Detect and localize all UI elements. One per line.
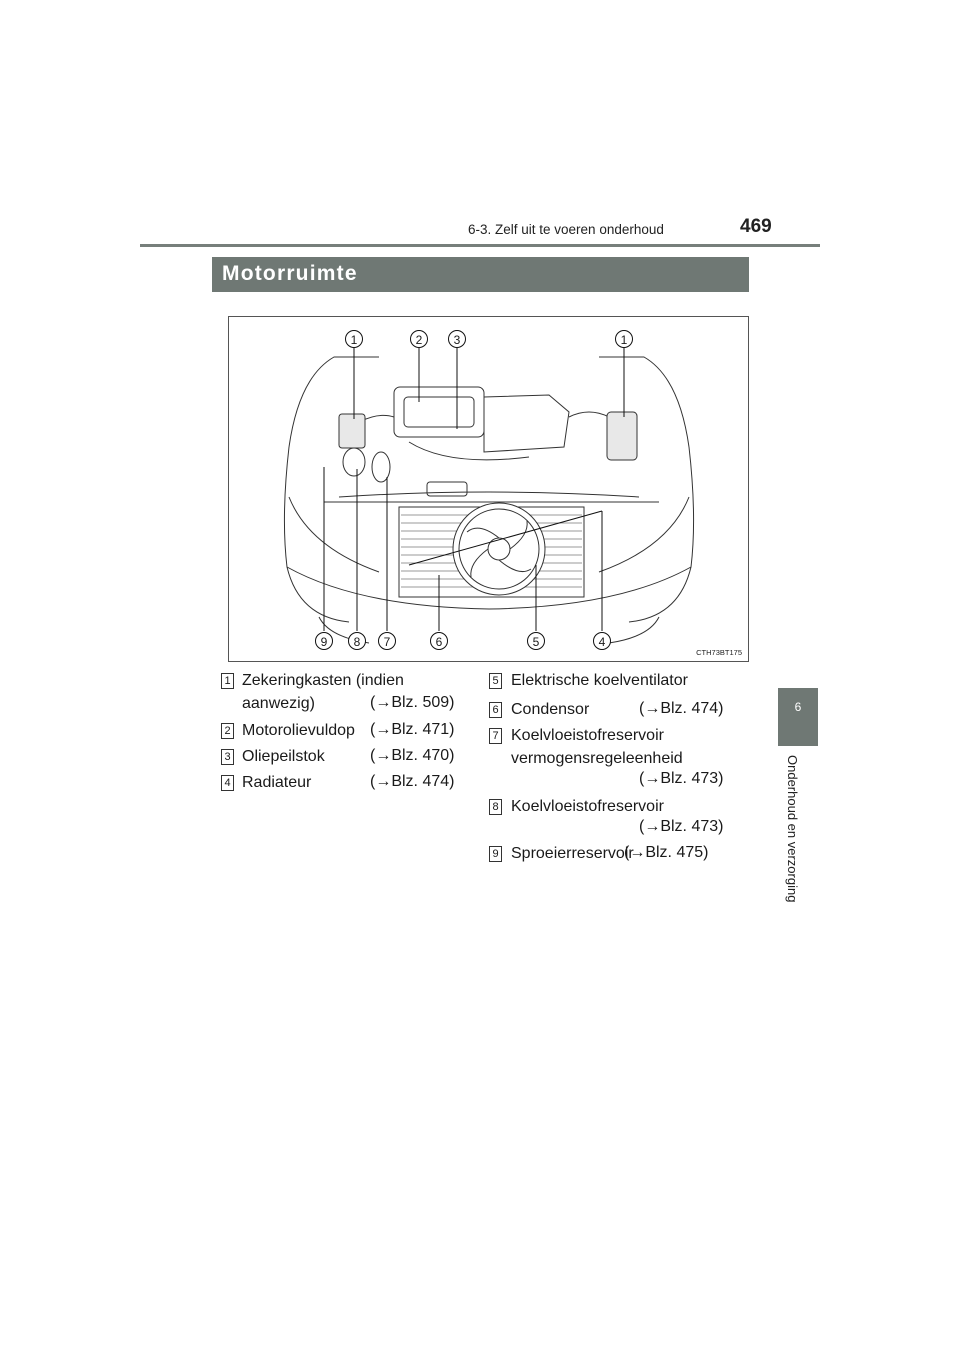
item-ref-7: (→Blz. 473) xyxy=(639,770,724,787)
item-label-1a: Zekeringkasten (indien xyxy=(242,672,404,689)
item-label-6: Condensor xyxy=(511,701,590,718)
item-number-8: 8 xyxy=(489,799,502,815)
item-number-5: 5 xyxy=(489,673,502,689)
callout-bottom-2: 8 xyxy=(348,632,366,650)
item-label-1b: aanwezig) xyxy=(242,695,315,712)
item-number-4: 4 xyxy=(221,775,234,791)
callout-bottom-3: 7 xyxy=(378,632,396,650)
item-ref-3: (→Blz. 470) xyxy=(370,747,455,764)
page-number: 469 xyxy=(740,216,772,237)
callout-top-3: 3 xyxy=(448,330,466,348)
item-ref-8: (→Blz. 473) xyxy=(639,818,724,835)
item-ref-6: (→Blz. 474) xyxy=(639,700,724,717)
item-ref-2: (→Blz. 471) xyxy=(370,721,455,738)
item-number-6: 6 xyxy=(489,702,502,718)
item-label-7a: Koelvloeistofreservoir xyxy=(511,727,664,744)
chapter-tab xyxy=(778,688,818,746)
item-label-8: Koelvloeistofreservoir xyxy=(511,798,664,815)
item-label-9: Sproeierreservoir xyxy=(511,845,634,862)
item-number-7: 7 xyxy=(489,728,502,744)
item-number-1: 1 xyxy=(221,673,234,689)
header-rule xyxy=(140,244,820,247)
engine-bay-illustration xyxy=(283,348,695,644)
item-label-4: Radiateur xyxy=(242,774,312,791)
section-title: Motorruimte xyxy=(222,262,358,285)
callout-top-4: 1 xyxy=(615,330,633,348)
figure-code: CTH73BT175 xyxy=(696,648,742,657)
item-number-9: 9 xyxy=(489,846,502,862)
item-label-2: Motorolievuldop xyxy=(242,722,355,739)
item-ref-9: (→Blz. 475) xyxy=(624,844,709,861)
item-number-3: 3 xyxy=(221,749,234,765)
callout-top-2: 2 xyxy=(410,330,428,348)
callout-bottom-4: 6 xyxy=(430,632,448,650)
callout-bottom-6: 4 xyxy=(593,632,611,650)
item-ref-4: (→Blz. 474) xyxy=(370,773,455,790)
section-header: 6-3. Zelf uit te voeren onderhoud xyxy=(468,222,664,237)
chapter-number: 6 xyxy=(794,700,802,714)
callout-bottom-1: 9 xyxy=(315,632,333,650)
item-label-5: Elektrische koelventilator xyxy=(511,672,688,689)
item-label-7b: vermogensregeleenheid xyxy=(511,750,683,767)
callout-top-1: 1 xyxy=(345,330,363,348)
item-ref-1: (→Blz. 509) xyxy=(370,694,455,711)
callout-bottom-5: 5 xyxy=(527,632,545,650)
section-title-bar: Motorruimte xyxy=(212,257,749,292)
chapter-label: Onderhoud en verzorging xyxy=(785,755,800,903)
item-label-3: Oliepeilstok xyxy=(242,748,325,765)
item-number-2: 2 xyxy=(221,723,234,739)
